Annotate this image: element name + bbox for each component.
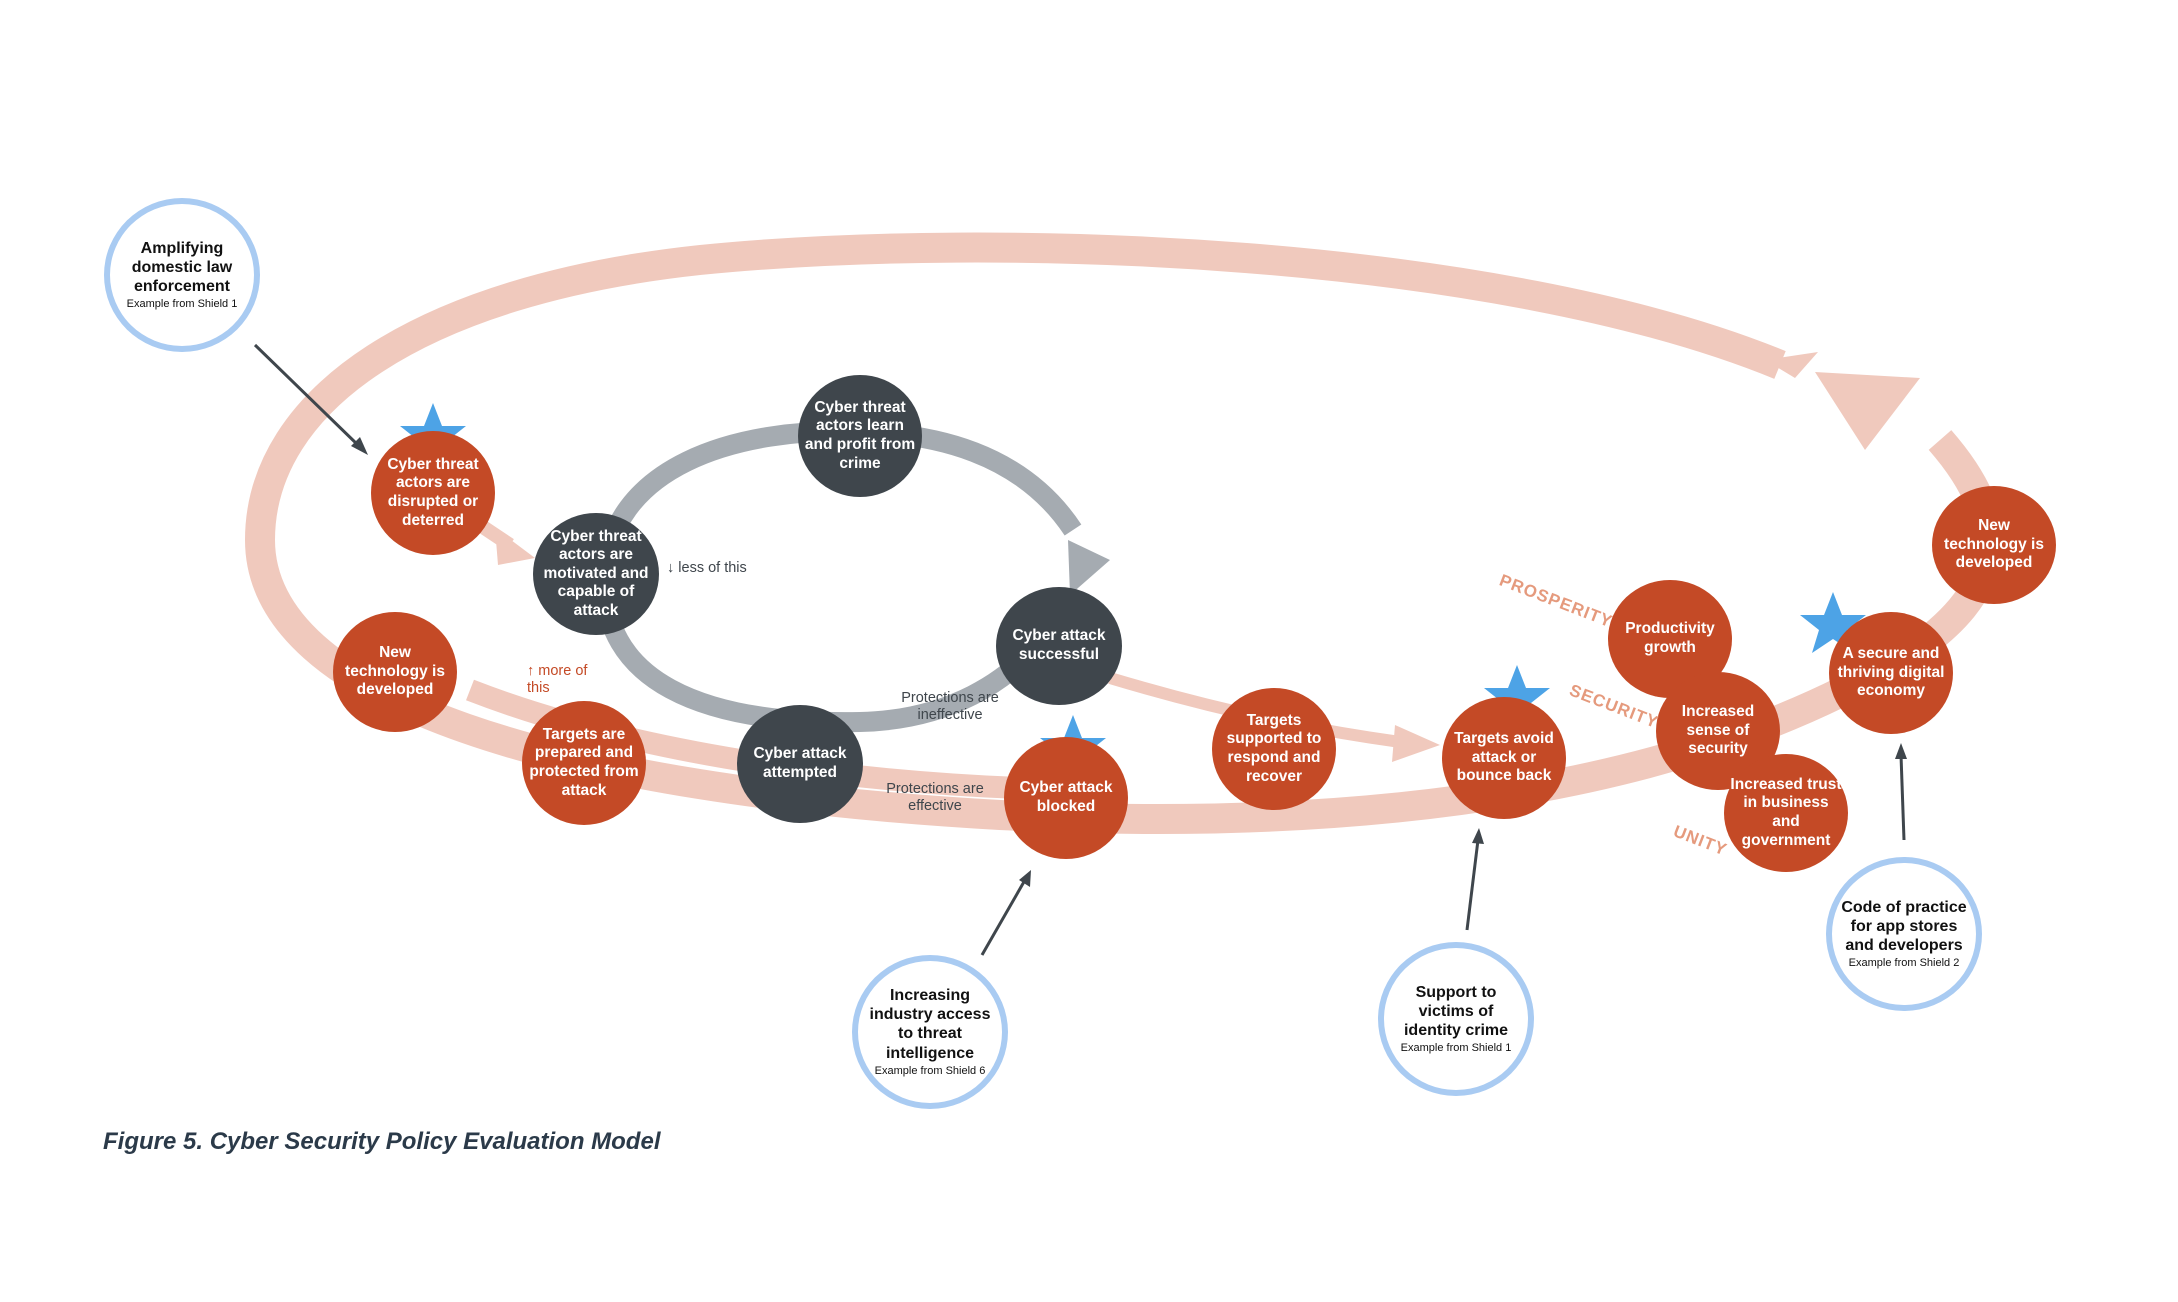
- node-productivity-label: Productivity growth: [1625, 620, 1715, 656]
- disrupted-to-motivated-arrowhead: [495, 528, 535, 565]
- node-attempted-label: Cyber attack attempted: [753, 745, 847, 781]
- node-new-tech-right-label: New technology is developed: [1944, 517, 2044, 572]
- pointer-arrowhead-threat-intel: [1019, 870, 1031, 887]
- outer-loop-arrowhead-top: [1765, 352, 1818, 378]
- pointer-arrowhead-identity-crime: [1472, 828, 1484, 844]
- node-respond-label: Targets supported to respond and recover: [1226, 711, 1322, 785]
- node-trust-label: Increased trust in business and governme…: [1730, 775, 1842, 849]
- example-law-enforcement: Amplifying domestic law enforcement Exam…: [104, 198, 260, 352]
- outer-loop: [244, 232, 1908, 835]
- example-code-of-practice-note: Example from Shield 2: [1848, 957, 1960, 970]
- node-cyber-attack-successful: Cyber attack successful: [996, 587, 1122, 705]
- pointer-arrowhead-code-of-practice: [1895, 743, 1907, 759]
- node-cyber-attack-attempted: Cyber attack attempted: [737, 705, 863, 823]
- node-increased-trust: Increased trust in business and governme…: [1724, 754, 1848, 872]
- example-threat-intelligence-note: Example from Shield 6: [874, 1064, 986, 1077]
- node-avoid-label: Targets avoid attack or bounce back: [1454, 730, 1554, 785]
- example-identity-crime-note: Example from Shield 1: [1400, 1042, 1512, 1055]
- pointer-arrow-identity-crime: [1465, 839, 1480, 931]
- node-disrupted-label: Cyber threat actors are disrupted or det…: [387, 455, 479, 529]
- annotation-more-of-this: ↑ more of this: [527, 663, 588, 697]
- node-threat-actors-learn-profit: Cyber threat actors learn and profit fro…: [798, 375, 922, 497]
- successful-to-avoid-arrowhead: [1392, 725, 1440, 762]
- node-new-technology-left: New technology is developed: [333, 612, 457, 732]
- example-law-enforcement-note: Example from Shield 1: [126, 298, 238, 311]
- node-motivated-label: Cyber threat actors are motivated and ca…: [543, 527, 649, 619]
- node-new-tech-left-label: New technology is developed: [345, 644, 445, 699]
- example-code-of-practice: Code of practice for app stores and deve…: [1826, 857, 1982, 1011]
- annotation-protections-ineffective: Protections are ineffective: [901, 690, 999, 724]
- example-law-enforcement-title: Amplifying domestic law enforcement: [131, 239, 233, 295]
- example-threat-intelligence-title: Increasing industry access to threat int…: [869, 987, 991, 1062]
- annotation-less-of-this: ↓ less of this: [667, 560, 747, 576]
- inner-loop-arrowhead: [1068, 540, 1110, 595]
- star-icon-digital-economy: [1800, 592, 1866, 653]
- node-new-technology-right: New technology is developed: [1932, 486, 2056, 604]
- example-threat-intelligence: Increasing industry access to threat int…: [852, 955, 1008, 1109]
- node-successful-label: Cyber attack successful: [1012, 627, 1106, 663]
- outer-loop-arrowhead-right: [1815, 372, 1920, 450]
- node-prepared-label: Targets are prepared and protected from …: [529, 725, 639, 799]
- node-threat-actors-motivated: Cyber threat actors are motivated and ca…: [533, 513, 659, 635]
- node-targets-prepared: Targets are prepared and protected from …: [522, 701, 646, 825]
- node-targets-respond-recover: Targets supported to respond and recover: [1212, 688, 1336, 810]
- node-secure-digital-economy: A secure and thriving digital economy: [1829, 612, 1953, 734]
- pointer-arrow-code-of-practice: [1899, 754, 1906, 841]
- node-targets-avoid-attack: Targets avoid attack or bounce back: [1442, 697, 1566, 819]
- figure-caption: Figure 5. Cyber Security Policy Evaluati…: [103, 1128, 661, 1155]
- node-digital-economy-label: A secure and thriving digital economy: [1837, 645, 1945, 700]
- node-blocked-label: Cyber attack blocked: [1019, 779, 1113, 815]
- node-learn-profit-label: Cyber threat actors learn and profit fro…: [804, 398, 916, 472]
- node-sense-security-label: Increased sense of security: [1681, 703, 1755, 758]
- pointer-arrowhead-law-enforcement: [351, 437, 368, 455]
- star-icon-avoid: [1484, 665, 1550, 726]
- example-code-of-practice-title: Code of practice for app stores and deve…: [1841, 898, 1967, 954]
- pointer-arrow-law-enforcement: [253, 343, 362, 449]
- node-cyber-attack-blocked: Cyber attack blocked: [1004, 737, 1128, 859]
- pointer-arrow-threat-intel: [980, 879, 1027, 956]
- example-identity-crime: Support to victims of identity crime Exa…: [1378, 942, 1534, 1096]
- example-identity-crime-title: Support to victims of identity crime: [1403, 983, 1509, 1039]
- annotation-protections-effective: Protections are effective: [886, 781, 984, 815]
- node-disrupted-or-deterred: Cyber threat actors are disrupted or det…: [371, 431, 495, 555]
